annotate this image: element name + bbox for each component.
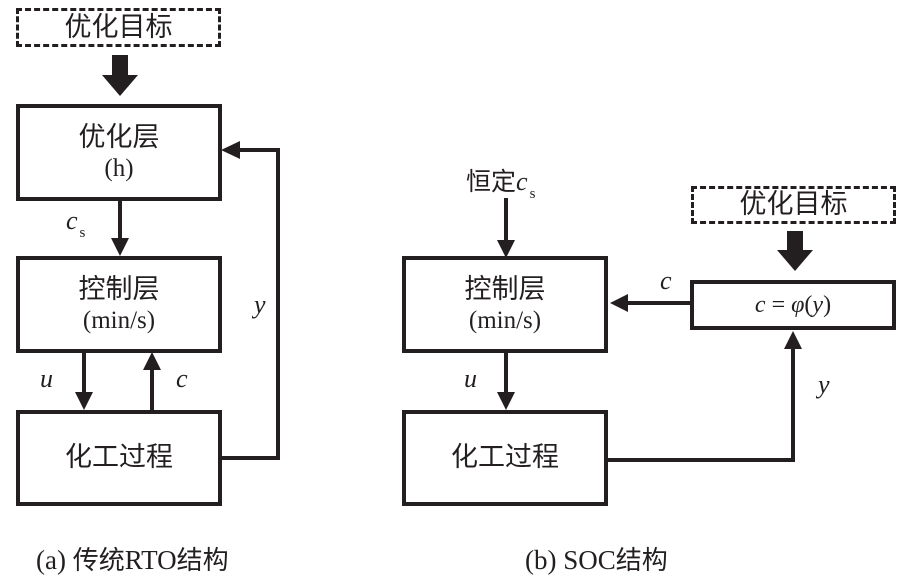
objective-arrow-b (777, 231, 813, 271)
caption-b-prefix: (b) (525, 545, 564, 575)
y-feedback-a (221, 148, 280, 460)
process-box-b: 化工过程 (402, 410, 608, 506)
y-arrowhead-b (784, 331, 802, 349)
function-formula: c = φ(y) (755, 292, 831, 319)
c-arrowhead-b (610, 294, 628, 312)
u-arrowhead-a (75, 392, 93, 410)
caption-a: (a) 传统RTO结构 (36, 540, 229, 577)
control-layer-title-a: 控制层 (78, 273, 160, 305)
caption-b-soc: SOC (563, 545, 616, 575)
formula-phi: φ (791, 291, 805, 318)
constant-cs-zh: 恒定 (466, 167, 517, 196)
caption-b: (b) SOC结构 (525, 540, 668, 577)
formula-c: c (754, 291, 766, 318)
objective-label-b: 优化目标 (739, 189, 848, 220)
u-arrowhead-b (497, 392, 515, 410)
control-layer-title-b: 控制层 (464, 273, 546, 305)
objective-arrow-a (102, 55, 138, 96)
constant-cs-symbol: c (516, 167, 528, 196)
objective-box-a: 优化目标 (16, 8, 221, 47)
control-layer-subtitle-a: (min/s) (82, 306, 156, 334)
optimization-layer-title: 优化层 (78, 121, 160, 153)
caption-a-rto: RTO (124, 545, 177, 575)
objective-label-a: 优化目标 (64, 11, 173, 43)
y-label-b: y (818, 370, 830, 399)
control-layer-box-b: 控制层 (min/s) (402, 256, 608, 353)
y-feedback-arrowhead-a (221, 141, 240, 159)
y-path-b (608, 345, 795, 462)
control-layer-subtitle-b: (min/s) (468, 306, 542, 334)
y-label-a: y (254, 290, 266, 319)
cs-arrowhead-b (497, 240, 515, 258)
formula-y: y (812, 291, 824, 318)
u-label-b: u (464, 364, 477, 393)
control-layer-box-a: 控制层 (min/s) (16, 256, 222, 353)
caption-a-suffix: 结构 (176, 546, 229, 576)
caption-a-prefix: (a) (36, 545, 73, 575)
process-title-b: 化工过程 (451, 442, 559, 473)
c-arrowhead-a (143, 352, 161, 370)
cs-arrowhead-a (111, 238, 129, 256)
objective-box-b: 优化目标 (691, 186, 896, 224)
u-label-a: u (40, 364, 53, 393)
formula-open: ( (804, 291, 813, 318)
caption-b-suffix: 结构 (615, 546, 668, 576)
constant-cs-subscript: s (529, 186, 536, 202)
optimization-layer-subtitle: (h) (104, 154, 134, 182)
c-label-a: c (176, 364, 188, 393)
function-box: c = φ(y) (690, 280, 896, 330)
optimization-layer-box: 优化层 (h) (16, 104, 222, 201)
caption-a-zh: 传统 (72, 546, 125, 576)
process-title-a: 化工过程 (65, 442, 173, 473)
cs-subscript-a: s (79, 225, 86, 241)
process-box-a: 化工过程 (16, 410, 222, 506)
formula-eq: = (765, 291, 792, 318)
c-label-b: c (660, 266, 672, 295)
cs-symbol-a: c (66, 206, 78, 235)
formula-close: ) (823, 291, 832, 318)
